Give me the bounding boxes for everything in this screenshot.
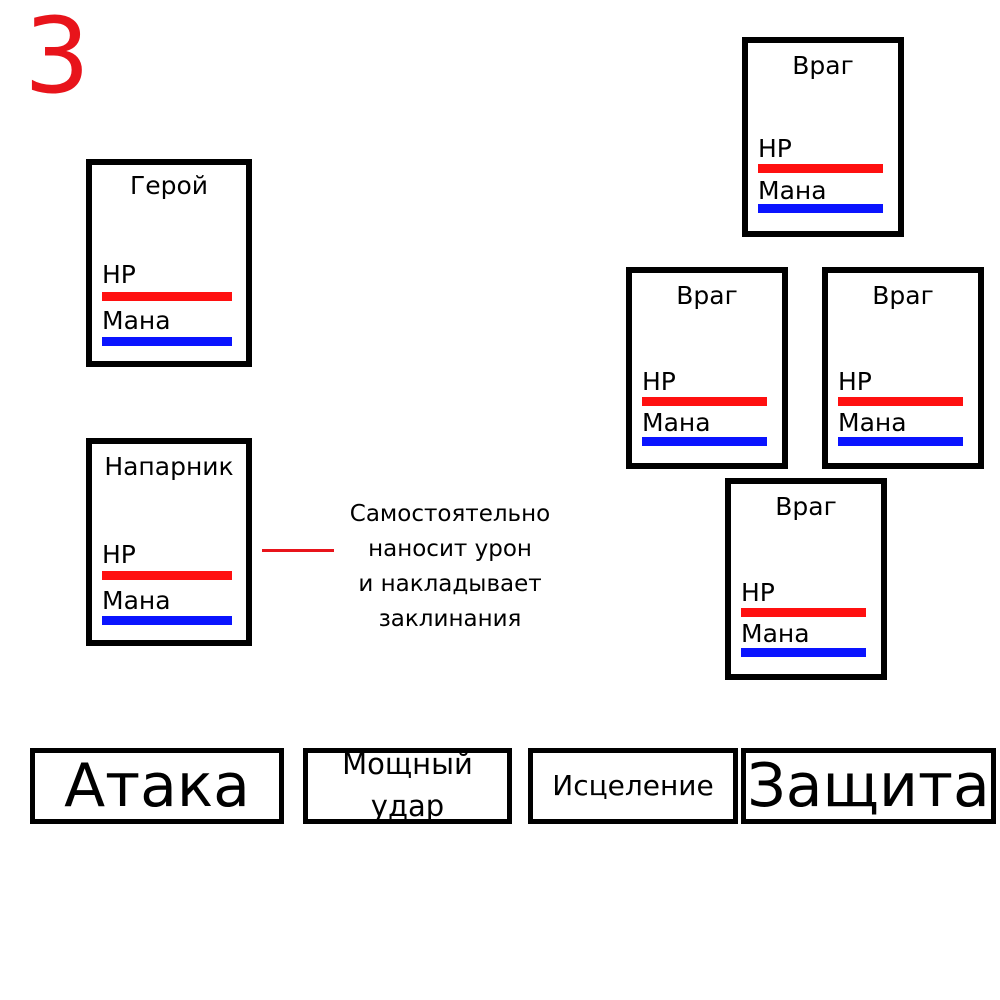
partner-note-connector bbox=[262, 549, 334, 552]
partner-mana-label: Мана bbox=[102, 586, 171, 615]
power-strike-button[interactable]: Мощный удар bbox=[303, 747, 512, 824]
hero-name: Герой bbox=[129, 171, 209, 200]
enemy-mana-label: Мана bbox=[838, 408, 907, 437]
enemy-hp-label: HP bbox=[758, 134, 792, 163]
partner-hp-label: HP bbox=[102, 540, 136, 569]
partner-mana-bar bbox=[102, 616, 232, 625]
enemy-mana-bar bbox=[741, 648, 866, 657]
hero-hp-bar bbox=[102, 292, 232, 301]
enemy-mana-label: Мана bbox=[758, 176, 827, 205]
enemy-mana-bar bbox=[642, 437, 767, 446]
enemy-card[interactable]: Враг HP Мана bbox=[742, 37, 904, 237]
enemy-hp-bar bbox=[741, 608, 866, 617]
page-number: 3 bbox=[24, 0, 91, 117]
power-strike-button-label: Мощный удар bbox=[342, 747, 473, 823]
enemy-hp-label: HP bbox=[741, 578, 775, 607]
hero-mana-bar bbox=[102, 337, 232, 346]
heal-button-label: Исцеление bbox=[552, 769, 714, 802]
heal-button[interactable]: Исцеление bbox=[528, 748, 738, 824]
hero-card[interactable]: Герой HP Мана bbox=[86, 159, 252, 367]
enemy-mana-bar bbox=[758, 204, 883, 213]
enemy-mana-label: Мана bbox=[741, 619, 810, 648]
partner-name: Напарник bbox=[104, 452, 234, 481]
enemy-name: Враг bbox=[872, 281, 934, 310]
attack-button[interactable]: Атака bbox=[30, 748, 284, 824]
enemy-name: Враг bbox=[775, 492, 837, 521]
defense-button[interactable]: Защита bbox=[741, 748, 996, 824]
enemy-hp-bar bbox=[642, 397, 767, 406]
enemy-hp-label: HP bbox=[642, 367, 676, 396]
enemy-name: Враг bbox=[676, 281, 738, 310]
enemy-hp-label: HP bbox=[838, 367, 872, 396]
enemy-mana-bar bbox=[838, 437, 963, 446]
enemy-card[interactable]: Враг HP Мана bbox=[822, 267, 984, 469]
attack-button-label: Атака bbox=[64, 751, 250, 821]
defense-button-label: Защита bbox=[747, 751, 990, 821]
partner-card[interactable]: Напарник HP Мана bbox=[86, 438, 252, 646]
enemy-hp-bar bbox=[758, 164, 883, 173]
partner-note: Самостоятельно наносит урон и накладывае… bbox=[349, 501, 551, 632]
partner-hp-bar bbox=[102, 571, 232, 580]
hero-mana-label: Мана bbox=[102, 306, 171, 335]
enemy-card[interactable]: Враг HP Мана bbox=[725, 478, 887, 680]
enemy-mana-label: Мана bbox=[642, 408, 711, 437]
enemy-card[interactable]: Враг HP Мана bbox=[626, 267, 788, 469]
enemy-name: Враг bbox=[792, 51, 854, 80]
hero-hp-label: HP bbox=[102, 260, 136, 289]
enemy-hp-bar bbox=[838, 397, 963, 406]
